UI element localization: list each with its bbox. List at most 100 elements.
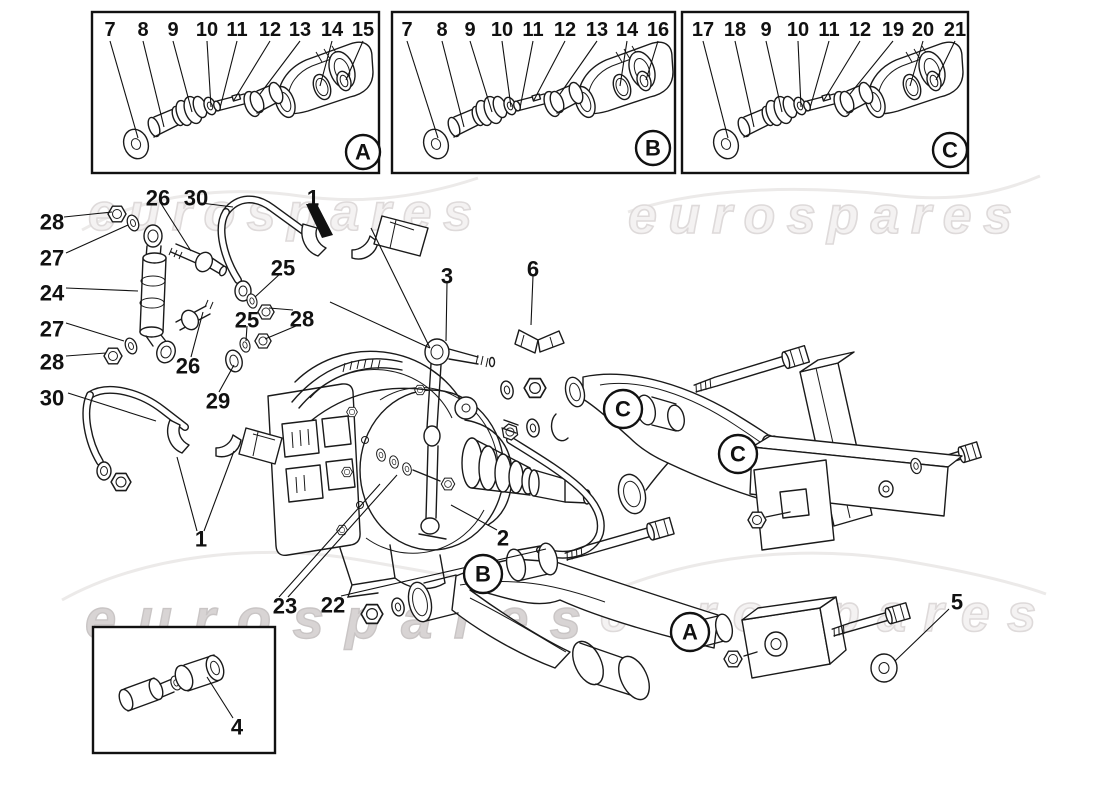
panel-C-callout-17: 17 bbox=[692, 19, 714, 41]
panel-letter-circle bbox=[634, 129, 672, 167]
link-stud-upper-drawing bbox=[168, 243, 228, 277]
callout-28: 28 bbox=[290, 307, 314, 332]
panel-leader-line bbox=[441, 40, 465, 128]
panel-leader-line bbox=[765, 40, 783, 113]
panel-B-callout-11: 11 bbox=[522, 19, 543, 41]
panel-leader-line bbox=[172, 40, 193, 113]
mount-bracket-drawing bbox=[747, 351, 963, 551]
panel-leader-line bbox=[206, 40, 212, 108]
panel-C-callout-21: 21 bbox=[944, 19, 966, 41]
panel-C-callout-10: 10 bbox=[787, 19, 809, 41]
callout-5: 5 bbox=[951, 590, 963, 615]
panel-B-callout-10: 10 bbox=[491, 19, 513, 41]
watermark-swoosh bbox=[81, 176, 479, 232]
part-letter-C: C bbox=[615, 397, 631, 422]
callout-27: 27 bbox=[40, 317, 64, 342]
watermark-text: eurospares bbox=[628, 187, 1016, 245]
callout-26: 26 bbox=[176, 354, 200, 379]
panel-leader-line bbox=[702, 40, 729, 139]
panel-B-callout-9: 9 bbox=[464, 19, 475, 41]
panel-B-callout-14: 14 bbox=[616, 19, 639, 41]
panel-leader-line bbox=[406, 40, 439, 139]
panel-leader-line bbox=[935, 40, 956, 81]
part-letter-badges: C C B A bbox=[462, 388, 759, 653]
washer-part-5 bbox=[870, 653, 898, 683]
callout-3: 3 bbox=[441, 264, 453, 289]
callout-1-arrowhead bbox=[306, 204, 333, 238]
panel-letter-circle bbox=[344, 133, 382, 171]
panel-C-callout-9: 9 bbox=[760, 19, 771, 41]
callout-25: 25 bbox=[271, 256, 295, 281]
panel-A-callout-8: 8 bbox=[137, 19, 148, 41]
panel-letter-B: B bbox=[645, 136, 661, 161]
clip-drawing bbox=[514, 329, 565, 354]
part-letter-circle bbox=[717, 433, 759, 475]
panel-C-callout-19: 19 bbox=[882, 19, 904, 41]
callout-30: 30 bbox=[184, 186, 208, 211]
part-letter-A: A bbox=[682, 620, 698, 645]
panel-B-callout-8: 8 bbox=[436, 19, 447, 41]
link-stud-lower-drawing bbox=[175, 299, 214, 331]
panel-C-callout-11: 11 bbox=[818, 19, 839, 41]
callout-29: 29 bbox=[206, 389, 230, 414]
panel-leader-line bbox=[519, 40, 534, 109]
panel-leader-line bbox=[645, 40, 659, 81]
panel-leader-line bbox=[109, 40, 139, 139]
gearbox-drawing bbox=[267, 350, 513, 598]
callout-28: 28 bbox=[40, 350, 64, 375]
panel-leader-line bbox=[533, 40, 566, 101]
stabilizer-hardware-drawing bbox=[225, 333, 272, 373]
panel-leader-line bbox=[619, 40, 628, 87]
panel-leader-line bbox=[319, 40, 333, 87]
panel-leader-line bbox=[259, 40, 301, 95]
panel-B-callout-13: 13 bbox=[586, 19, 608, 41]
part-letter-circle bbox=[602, 388, 644, 430]
panel-letter-C: C bbox=[942, 138, 958, 163]
upper-arm-hardware-drawing bbox=[498, 377, 569, 442]
panel-leader-line bbox=[469, 40, 493, 113]
panel-letter-A: A bbox=[355, 140, 371, 165]
panel-leader-line bbox=[233, 40, 271, 101]
panel-C-callout-20: 20 bbox=[912, 19, 934, 41]
panel-A-callout-14: 14 bbox=[321, 19, 344, 41]
callout-22: 22 bbox=[321, 593, 345, 618]
part-letter-C: C bbox=[730, 442, 746, 467]
part-letter-B: B bbox=[475, 562, 491, 587]
clevis-bolt-drawing bbox=[831, 602, 911, 637]
panel-leader-line bbox=[559, 40, 598, 95]
panel-A-callout-7: 7 bbox=[104, 19, 115, 41]
panel-A-callout-15: 15 bbox=[352, 19, 374, 41]
panel-leader-line bbox=[219, 40, 238, 109]
watermark-swoosh bbox=[599, 551, 1047, 598]
callout-1: 1 bbox=[195, 527, 207, 552]
callout-6: 6 bbox=[527, 257, 539, 282]
panel-A-callout-9: 9 bbox=[167, 19, 178, 41]
panel-B-callout-7: 7 bbox=[401, 19, 412, 41]
panel-leader-line bbox=[823, 40, 861, 101]
axle-cv-joint-drawing bbox=[461, 437, 592, 505]
stabilizer-bar-upper-drawing bbox=[217, 195, 429, 320]
panel-leader-line bbox=[345, 40, 364, 81]
part-letter-circle bbox=[669, 611, 711, 653]
callout-25: 25 bbox=[235, 308, 259, 333]
callout-27: 27 bbox=[40, 246, 64, 271]
callout-2: 2 bbox=[497, 526, 509, 551]
panel-A-callout-10: 10 bbox=[196, 19, 218, 41]
inset-panel-4 bbox=[91, 625, 277, 755]
callout-30: 30 bbox=[40, 386, 64, 411]
callout-4: 4 bbox=[231, 715, 244, 740]
bleed-valve-drawing bbox=[118, 654, 225, 712]
panel-A-callout-11: 11 bbox=[226, 19, 247, 41]
panel-A-callout-13: 13 bbox=[289, 19, 311, 41]
panel-C-callout-18: 18 bbox=[724, 19, 746, 41]
clevis-block-drawing bbox=[723, 596, 898, 683]
callout-24: 24 bbox=[40, 281, 65, 306]
panel-leader-line bbox=[501, 40, 512, 108]
